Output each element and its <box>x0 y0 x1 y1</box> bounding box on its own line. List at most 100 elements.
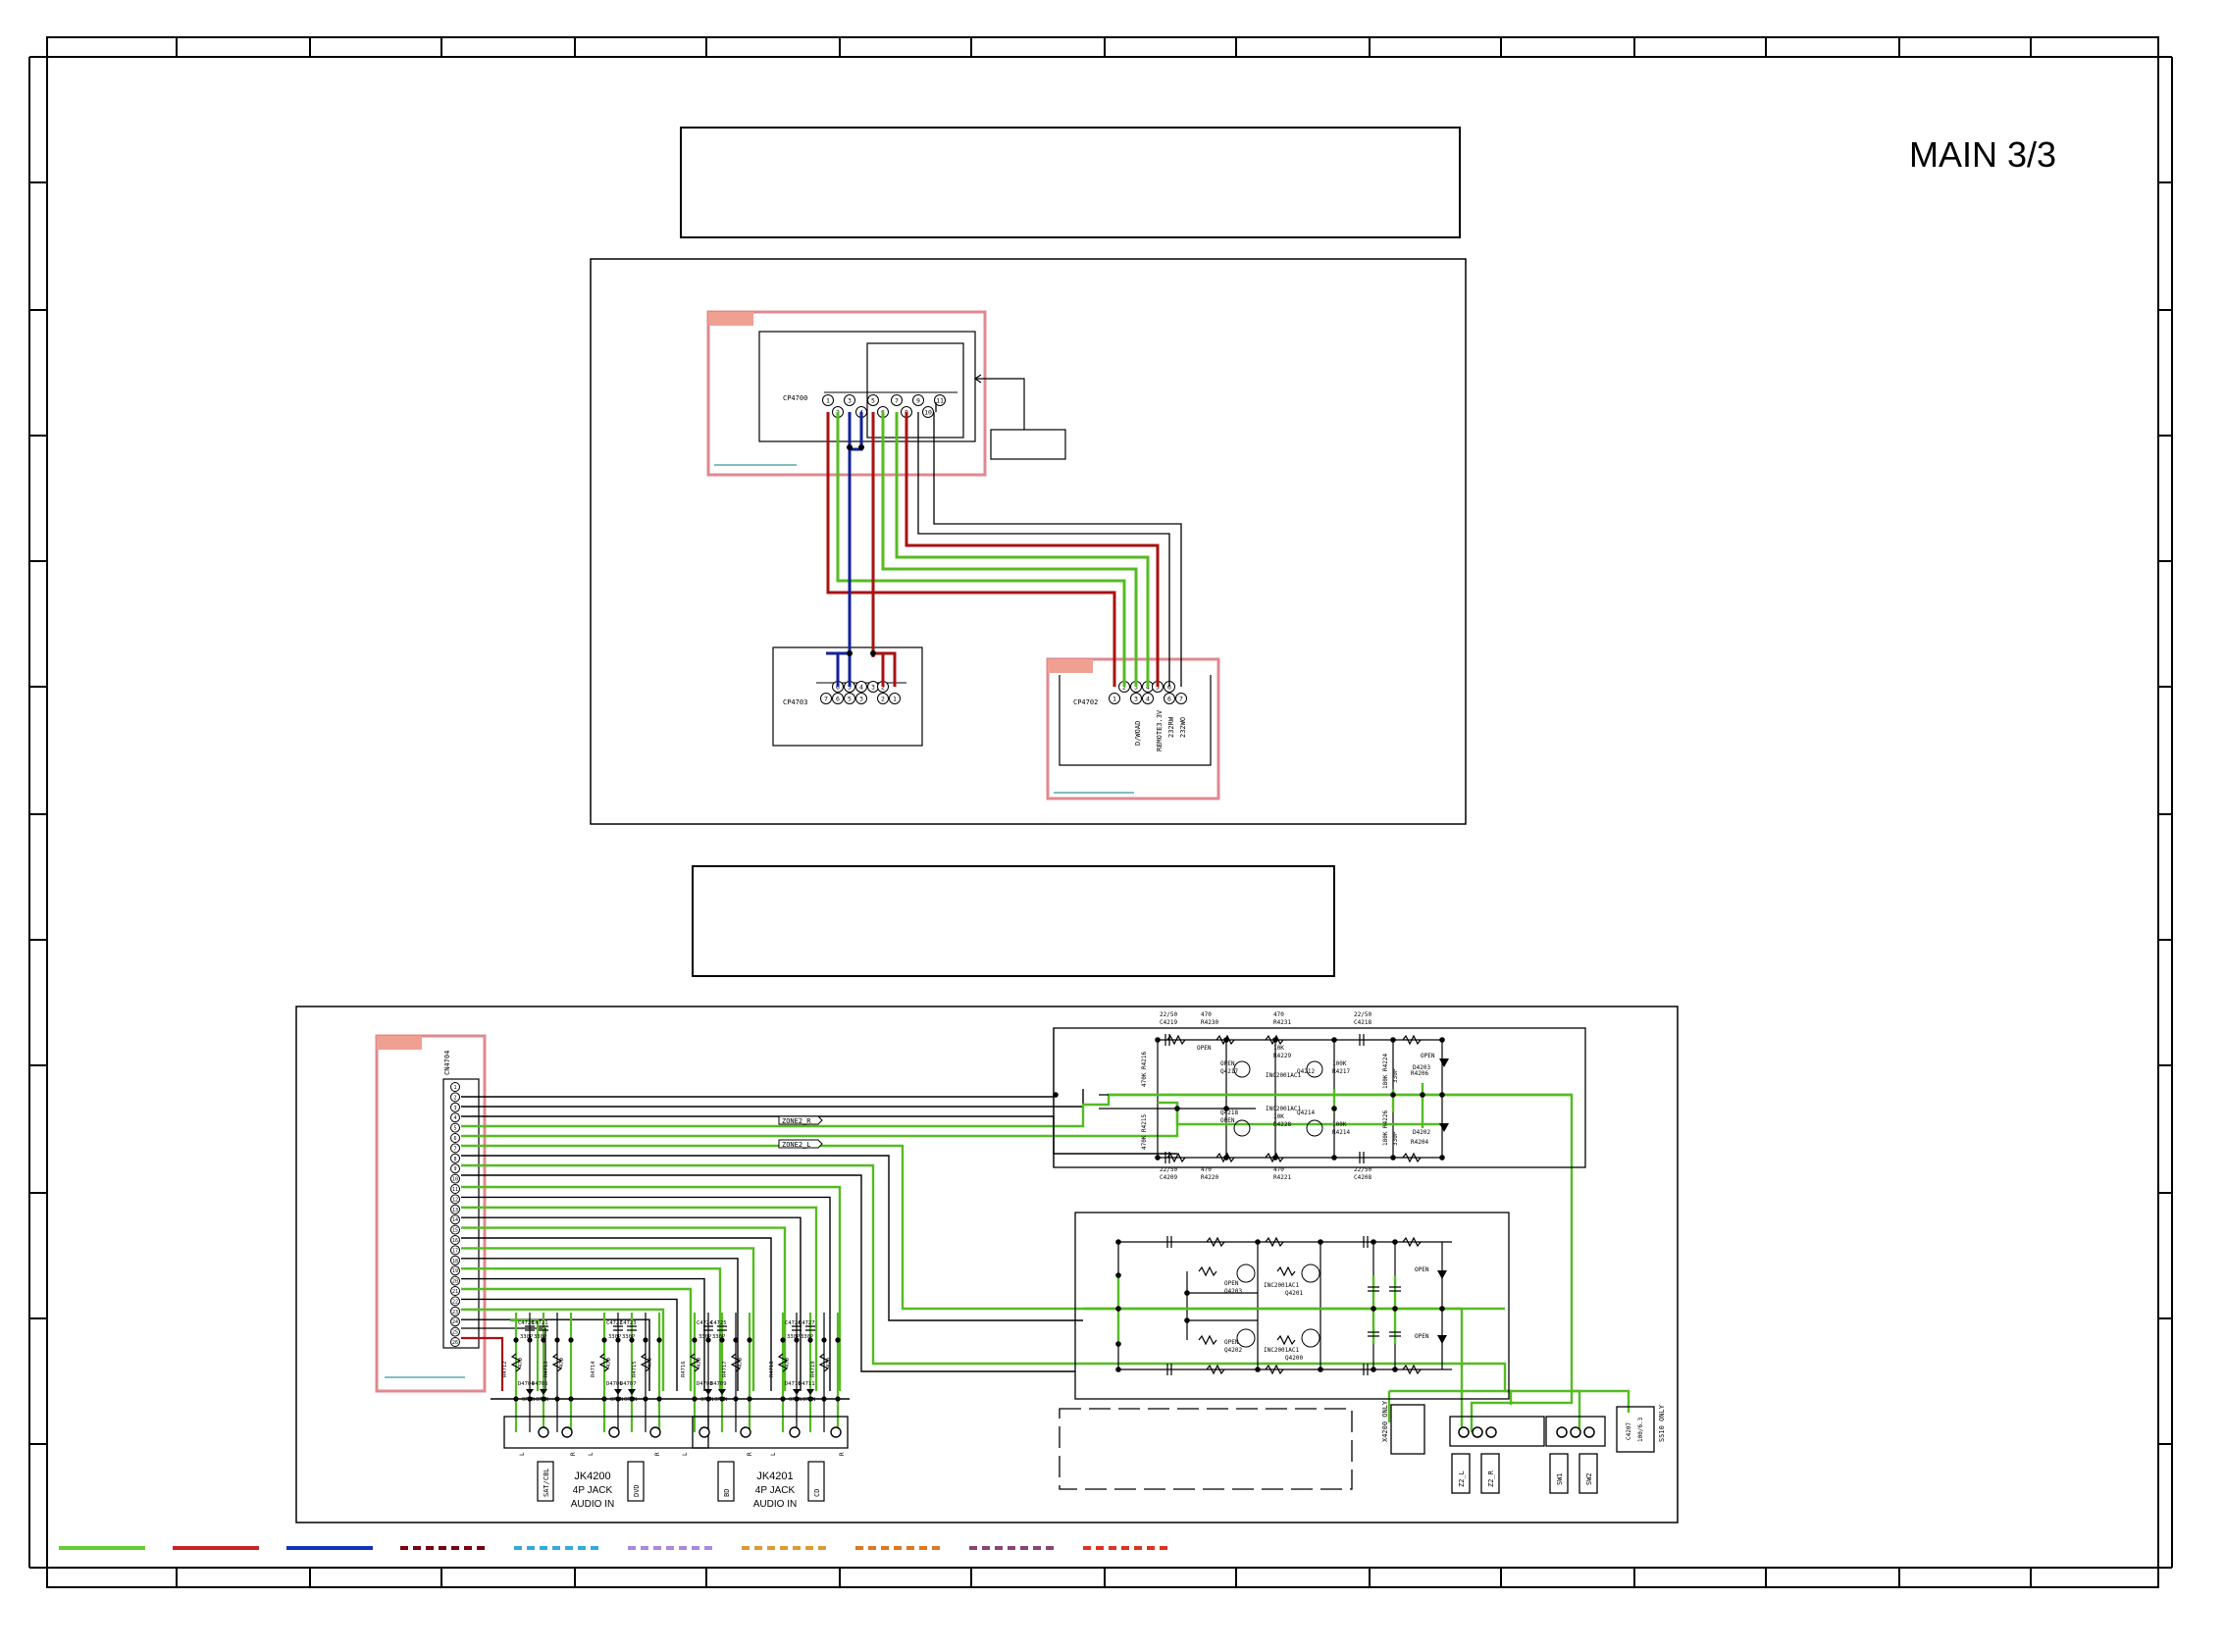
cn4704-pins: 1234567891011121314151617181920212223242… <box>450 1082 460 1347</box>
svg-text:D4710: D4710 <box>785 1381 802 1387</box>
svg-text:4: 4 <box>1146 696 1150 703</box>
cp4700-pin-5: 5 <box>867 394 879 406</box>
svg-text:Q4214: Q4214 <box>1297 1110 1315 1116</box>
svg-text:470K R4215: 470K R4215 <box>1141 1113 1148 1150</box>
svg-text:D4203: D4203 <box>1413 1064 1430 1071</box>
svg-text:1: 1 <box>893 696 897 703</box>
svg-text:470: 470 <box>559 1358 565 1368</box>
sheet-title: MAIN 3/3 <box>1909 134 2056 175</box>
cn4704-pin-6: 6 <box>450 1133 460 1143</box>
svg-text:R4229: R4229 <box>1273 1053 1291 1059</box>
cp4703-bot-pin-2: 2 <box>877 693 889 704</box>
cn4704-label: CN4704 <box>443 1051 451 1075</box>
cp4702-bot-pin-1: 1 <box>1109 693 1120 704</box>
svg-text:D4706: D4706 <box>606 1381 623 1387</box>
cn4704-pin-11: 11 <box>450 1184 460 1194</box>
svg-text:R4718: R4718 <box>769 1361 775 1377</box>
output-pin-circles <box>1458 1426 1595 1438</box>
cn4704-pin-9: 9 <box>450 1163 460 1174</box>
svg-text:CD: CD <box>813 1489 821 1497</box>
zone2-r-tag: ZONE2_R <box>778 1115 823 1125</box>
svg-text:D/WOAD: D/WOAD <box>1134 721 1142 746</box>
svg-text:1: 1 <box>826 397 830 405</box>
audio-schematic: CN4704 123456789101112131415161718192021… <box>295 1006 1679 1523</box>
svg-text:R: R <box>747 1452 753 1456</box>
cp4703-bot-pin-3: 3 <box>855 693 867 704</box>
cn4704-pin-17: 17 <box>450 1245 460 1256</box>
svg-text:22/50: 22/50 <box>1354 1011 1371 1018</box>
svg-text:25: 25 <box>452 1330 458 1336</box>
svg-text:10: 10 <box>452 1177 458 1183</box>
svg-text:D4202: D4202 <box>1413 1129 1430 1136</box>
cp4703-bot-pin-5: 5 <box>844 693 855 704</box>
svg-text:R4712: R4712 <box>502 1361 508 1377</box>
svg-text:C4727: C4727 <box>799 1320 815 1326</box>
svg-text:D4711: D4711 <box>799 1381 815 1387</box>
svg-text:C4720: C4720 <box>518 1320 535 1326</box>
svg-text:330P: 330P <box>712 1334 726 1340</box>
input-tab-cd: CD <box>807 1461 825 1502</box>
jack-body-2 <box>692 1416 849 1449</box>
svg-text:AUDIO IN: AUDIO IN <box>753 1499 797 1510</box>
svg-text:OPEN: OPEN <box>1415 1266 1429 1273</box>
svg-text:6: 6 <box>453 1136 456 1142</box>
svg-text:232WO: 232WO <box>1179 717 1187 738</box>
cp4700-pin-1: 1 <box>822 394 834 406</box>
cp4703-label: CP4703 <box>783 698 807 706</box>
cn4704-pin-19: 19 <box>450 1265 460 1276</box>
svg-text:14: 14 <box>452 1217 458 1223</box>
svg-text:2: 2 <box>453 1095 456 1101</box>
svg-text:C4724: C4724 <box>697 1320 713 1326</box>
svg-text:R4717: R4717 <box>722 1361 728 1377</box>
ss10-only-note: SS10 ONLY <box>1658 1404 1666 1442</box>
svg-text:7: 7 <box>895 397 899 405</box>
svg-text:5: 5 <box>848 696 852 703</box>
svg-text:470: 470 <box>1201 1166 1212 1173</box>
svg-text:12: 12 <box>452 1197 458 1203</box>
jack-pin-2 <box>561 1426 573 1438</box>
svg-text:22/50: 22/50 <box>1160 1011 1177 1018</box>
svg-text:Q4218: Q4218 <box>1220 1110 1238 1116</box>
cn4704-pin-12: 12 <box>450 1194 460 1205</box>
svg-text:C4722: C4722 <box>606 1320 623 1326</box>
cp4702-bot-pin-3: 3 <box>1130 693 1142 704</box>
cp4702-signal-labels: D/WOAD REMOTE3.3V 232RW 232WO <box>1134 709 1187 751</box>
svg-text:6: 6 <box>836 696 840 703</box>
svg-text:16: 16 <box>452 1238 458 1244</box>
cn4704-pin-20: 20 <box>450 1275 460 1286</box>
cp4702-bot-pin-4: 4 <box>1142 693 1154 704</box>
svg-text:330P: 330P <box>699 1334 712 1340</box>
svg-text:C4721: C4721 <box>532 1320 548 1326</box>
svg-text:OPEN: OPEN <box>1197 1045 1212 1052</box>
output-connectors <box>1390 1404 1655 1494</box>
svg-text:OPEN: OPEN <box>1220 1060 1235 1067</box>
zone2-l-tag: ZONE2_L <box>778 1139 823 1149</box>
svg-text:470K R4216: 470K R4216 <box>1141 1051 1148 1087</box>
svg-text:L: L <box>770 1452 777 1456</box>
svg-text:10: 10 <box>924 409 932 417</box>
cn4704-pin-16: 16 <box>450 1235 460 1245</box>
svg-text:INC2001AC1: INC2001AC1 <box>1264 1282 1300 1289</box>
cn4704-pin-26: 26 <box>450 1337 460 1347</box>
svg-text:180K R4226: 180K R4226 <box>1382 1110 1389 1146</box>
svg-text:ZONE2_R: ZONE2_R <box>782 1117 811 1125</box>
jack-pin-7 <box>789 1426 801 1438</box>
frame-ticks <box>29 37 2172 1587</box>
svg-text:470: 470 <box>1201 1011 1212 1018</box>
svg-text:C4726: C4726 <box>785 1320 802 1326</box>
svg-text:330P: 330P <box>787 1334 801 1340</box>
out-sw2: SW2 <box>1585 1472 1593 1485</box>
cp4703-bot-pin-7: 7 <box>820 693 832 704</box>
svg-text:11: 11 <box>452 1187 458 1193</box>
cp4700-label: CP4700 <box>783 394 807 402</box>
svg-text:7: 7 <box>1179 696 1183 703</box>
svg-text:6: 6 <box>1167 696 1171 703</box>
svg-text:7: 7 <box>824 696 828 703</box>
svg-text:470: 470 <box>606 1358 612 1368</box>
x4200-only-note: X4200 ONLY <box>1381 1400 1389 1442</box>
out-z2-l: Z2_L <box>1458 1471 1466 1487</box>
svg-text:R4206: R4206 <box>1411 1070 1428 1077</box>
cp4700-pin-10: 10 <box>922 406 934 418</box>
